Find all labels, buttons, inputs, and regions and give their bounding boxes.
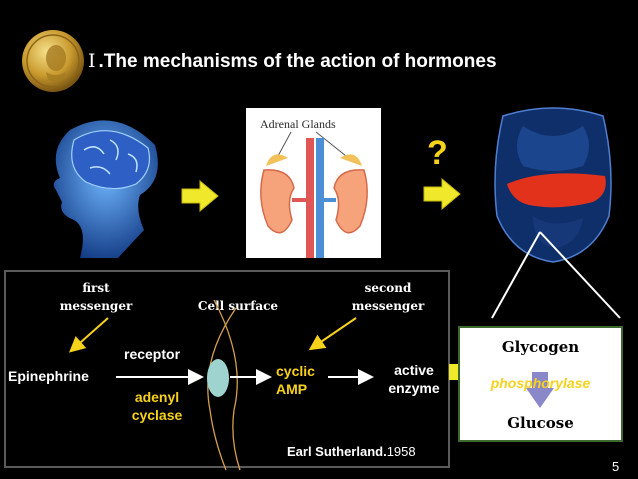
epinephrine-label: Epinephrine bbox=[8, 368, 89, 384]
first-messenger-line-2: messenger bbox=[59, 299, 133, 313]
second-messenger-line-2: messenger bbox=[351, 299, 425, 313]
adenyl-cyclase-label: adenyl cyclase bbox=[126, 388, 188, 424]
adrenal-label: Adrenal Glands bbox=[260, 117, 336, 131]
title-text: .The mechanisms of the action of hormone… bbox=[98, 51, 497, 72]
arrow-right-icon bbox=[422, 177, 462, 211]
glycogen-label: Glycogen bbox=[501, 338, 580, 356]
author-year: 1958 bbox=[386, 444, 416, 459]
second-messenger-label: second messenger bbox=[340, 279, 436, 315]
author-name: Earl Sutherland. bbox=[287, 444, 387, 459]
receptor-label: receptor bbox=[124, 346, 181, 362]
enzyme-line: enzyme bbox=[388, 380, 440, 396]
adenyl-line: adenyl bbox=[134, 389, 180, 405]
brain-head-icon bbox=[40, 110, 170, 260]
second-messenger-arrow bbox=[308, 317, 357, 351]
slide-title: Ⅰ.The mechanisms of the action of hormon… bbox=[88, 50, 497, 73]
second-messenger-line-1: second bbox=[364, 281, 412, 295]
liver-torso-icon bbox=[483, 106, 623, 264]
active-enzyme-label: active enzyme bbox=[384, 361, 444, 397]
arrow-down-icon bbox=[526, 372, 554, 408]
arrow-right-icon bbox=[180, 179, 220, 213]
glycogen-reaction-box: Glycogen phosphorylase Glucose bbox=[458, 326, 623, 442]
cell-surface-label: Cell surface bbox=[197, 299, 279, 313]
cyclic-line: cyclic bbox=[276, 363, 315, 379]
active-line: active bbox=[394, 362, 434, 378]
title-numeral: Ⅰ bbox=[88, 50, 96, 72]
membrane-line-outer bbox=[207, 307, 237, 471]
cyclic-amp-label: cyclic AMP bbox=[276, 362, 315, 398]
callout-line-left bbox=[491, 231, 541, 319]
question-mark: ? bbox=[427, 134, 448, 172]
author-citation: Earl Sutherland.1958 bbox=[287, 444, 416, 459]
callout-line-right bbox=[539, 231, 621, 319]
adrenal-glands-kidneys-icon: Adrenal Glands bbox=[246, 108, 381, 258]
receptor-shape bbox=[207, 359, 229, 397]
amp-line: AMP bbox=[276, 381, 308, 397]
first-messenger-line-1: first bbox=[82, 281, 110, 295]
membrane-line-inner bbox=[213, 299, 241, 471]
phosphorylase-label: phosphorylase bbox=[490, 375, 591, 391]
cyclase-line: cyclase bbox=[131, 407, 183, 423]
first-messenger-arrow bbox=[69, 317, 109, 353]
nobel-medal-icon bbox=[20, 28, 86, 94]
first-messenger-label: first messenger bbox=[48, 279, 144, 315]
page-number: 5 bbox=[612, 459, 620, 474]
glucose-label: Glucose bbox=[507, 414, 574, 432]
